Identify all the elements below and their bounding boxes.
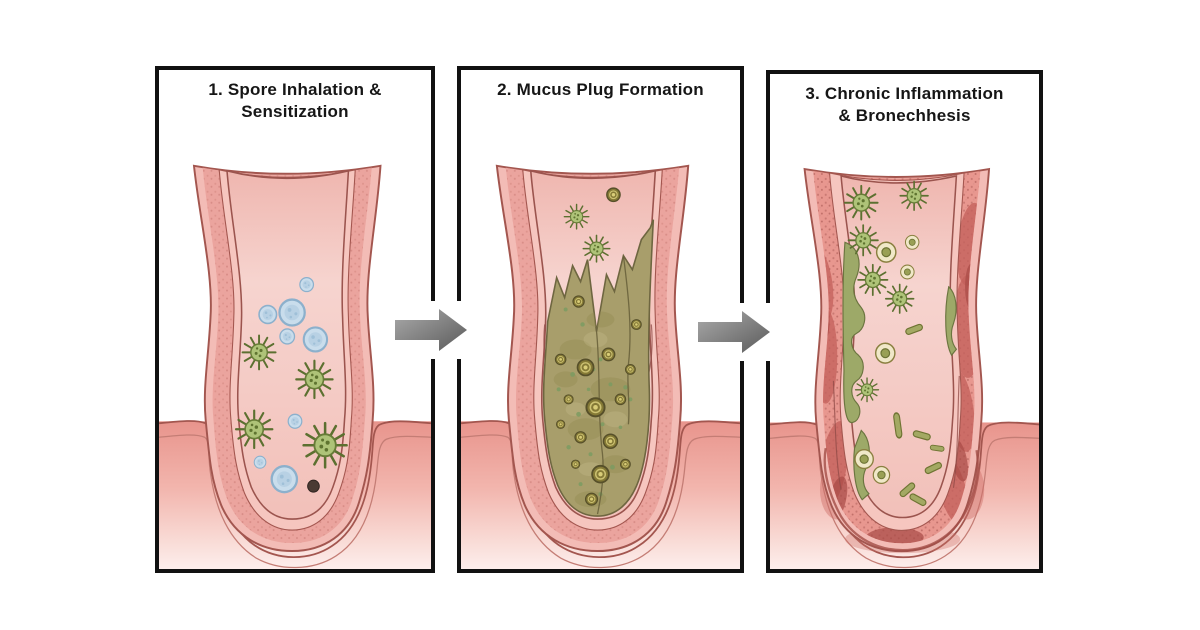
panel-chronic-inflammation: 3. Chronic Inflammation & Bronechhesis <box>766 70 1043 573</box>
spore-blue-icon <box>253 455 267 469</box>
stage1-title-line2: Sensitization <box>241 102 349 122</box>
fungal-cell-icon <box>904 234 920 250</box>
bronchus-illustration-stage1 <box>159 164 431 569</box>
olive-spore-icon <box>606 187 621 203</box>
spore-blue-icon <box>258 304 278 325</box>
stage2-title: 2. Mucus Plug Formation <box>461 79 740 101</box>
fungal-cell-icon <box>872 465 891 484</box>
right-arrow-icon <box>392 301 470 359</box>
fungal-cell-icon <box>854 448 874 470</box>
stage3-title-line2: & Bronechhesis <box>838 106 971 126</box>
fungal-cell-icon <box>900 264 915 280</box>
arrow-stage2-to-stage3 <box>695 303 773 361</box>
mucus-plug <box>542 219 655 517</box>
bronchus-tube-inflamed <box>803 167 991 553</box>
stage2-title-line1: 2. Mucus Plug Formation <box>497 80 704 99</box>
stage1-title-line1: 1. Spore Inhalation & <box>208 80 382 99</box>
stage1-title: 1. Spore Inhalation & Sensitization <box>159 79 431 124</box>
fungal-cell-icon <box>874 342 896 364</box>
spore-blue-icon <box>299 276 315 293</box>
fungal-cell-icon <box>875 241 897 263</box>
spore-blue-icon <box>287 413 303 429</box>
spore-blue-icon <box>302 326 329 353</box>
spore-blue-icon <box>279 328 296 345</box>
stage3-title: 3. Chronic Inflammation & Bronechhesis <box>770 83 1039 128</box>
stage3-title-line1: 3. Chronic Inflammation <box>805 84 1004 103</box>
arrow-stage1-to-stage2 <box>392 301 470 359</box>
bronchus-illustration-stage2 <box>461 164 740 569</box>
mucus-streaks <box>842 241 958 501</box>
panel-spore-inhalation: 1. Spore Inhalation & Sensitization <box>155 66 435 573</box>
right-arrow-icon <box>695 303 773 361</box>
dark-particle-icon <box>307 479 320 493</box>
bronchus-tube <box>192 164 382 553</box>
spore-blue-icon <box>278 298 306 327</box>
spore-blue-icon <box>270 465 299 494</box>
inhaled-spores <box>234 276 348 494</box>
bronchus-illustration-stage3 <box>770 167 1039 569</box>
